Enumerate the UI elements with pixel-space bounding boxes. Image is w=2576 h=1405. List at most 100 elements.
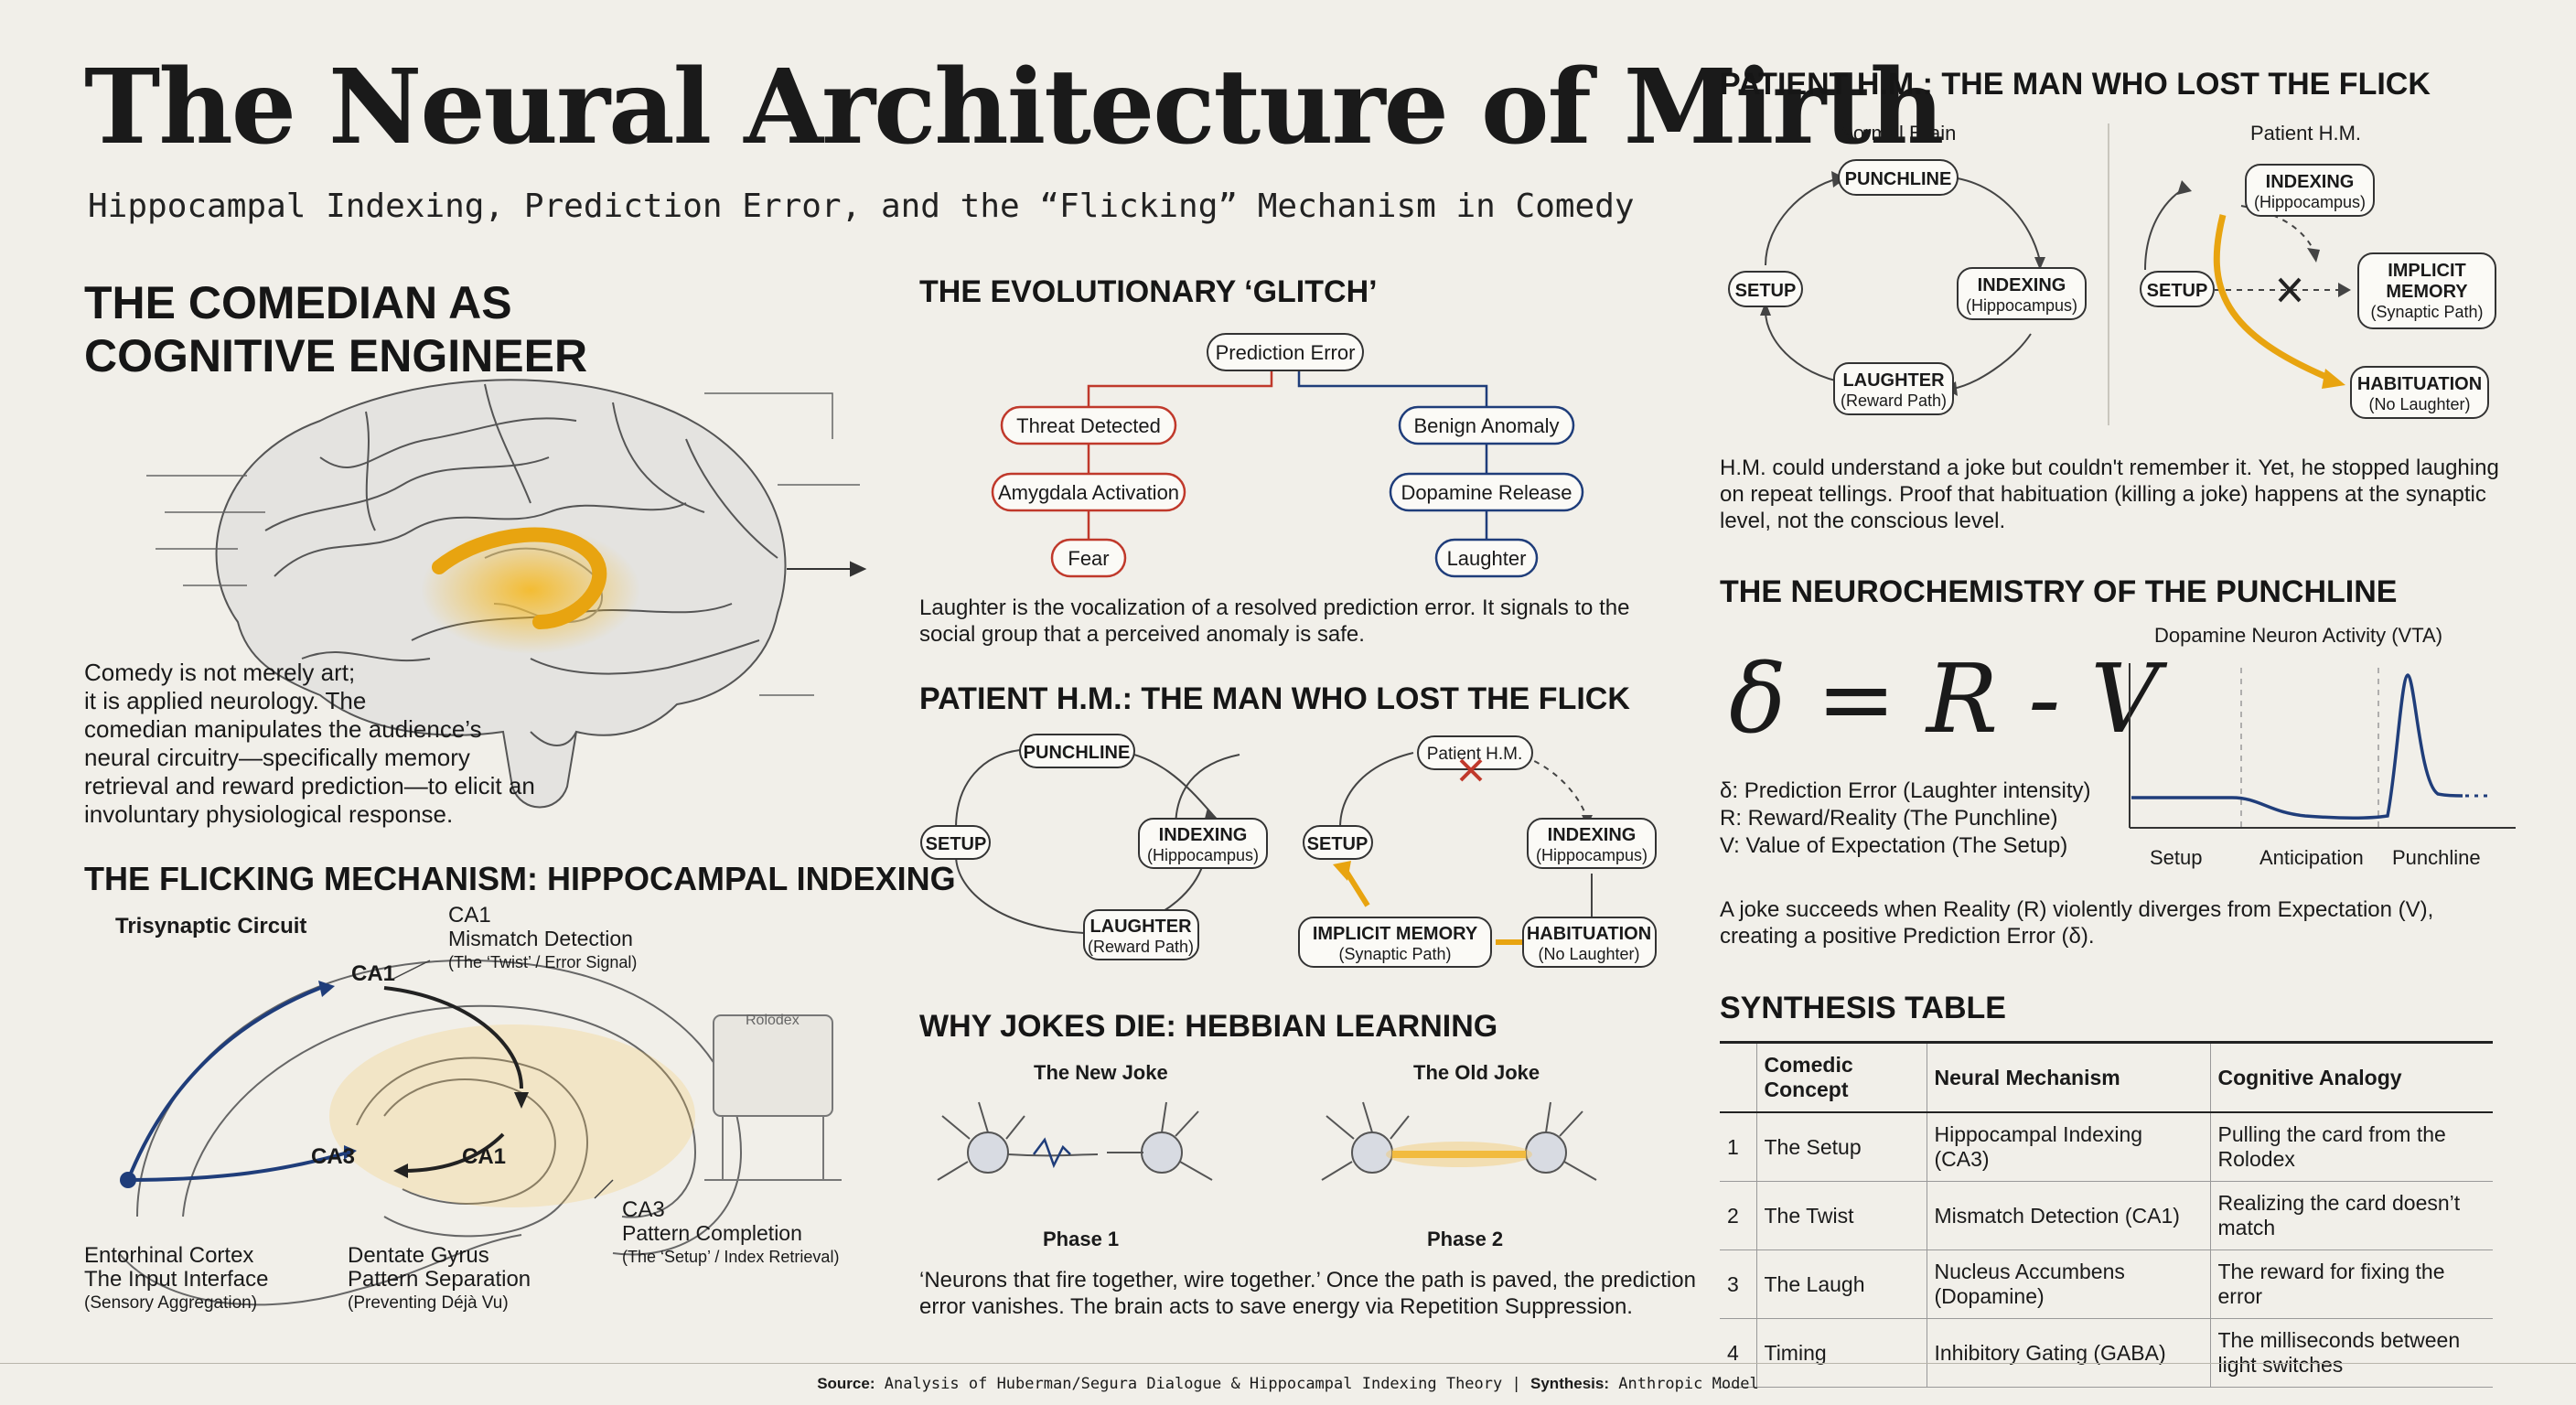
rolodex-label: Rolodex — [746, 1013, 800, 1028]
hmc-p-indexing: INDEXING (Hippocampus) — [1527, 818, 1657, 869]
comedian-heading-line2: COGNITIVE ENGINEER — [84, 330, 588, 381]
tick-punchline: Punchline — [2392, 846, 2481, 869]
formula-definitions: δ: Prediction Error (Laughter intensity)… — [1720, 778, 2091, 860]
hmc-p-setup: SETUP — [1303, 825, 1373, 860]
hmr-p-habituation: HABITUATION (No Laughter) — [2350, 366, 2489, 419]
ca1-callout-line2: (The ‘Twist’ / Error Signal) — [448, 953, 637, 971]
hmc-p-implicit: IMPLICIT MEMORY (Synaptic Path) — [1298, 917, 1492, 968]
ca3-callout: CA3 Pattern Completion (The ‘Setup’ / In… — [622, 1197, 839, 1266]
hmr-p-indexing-sub: (Hippocampus) — [2254, 193, 2366, 211]
x-mark-icon — [2278, 277, 2302, 303]
comedian-body-line: it is applied neurology. The — [84, 687, 367, 714]
table-header: Neural Mechanism — [1926, 1041, 2210, 1113]
neuron-pair-old — [1321, 1101, 1597, 1181]
node-prediction-error-label: Prediction Error — [1216, 341, 1356, 364]
circuit-label: Trisynaptic Circuit — [115, 914, 306, 938]
table-header-row: Comedic Concept Neural Mechanism Cogniti… — [1720, 1041, 2493, 1113]
table-row: 4 Timing Inhibitory Gating (GABA) The mi… — [1720, 1318, 2493, 1388]
table-cell: Mismatch Detection (CA1) — [1926, 1181, 2210, 1250]
comedian-body-line: involuntary physiological response. — [84, 800, 454, 828]
dopamine-trace — [2131, 673, 2463, 820]
hm-right-caption: H.M. could understand a joke but couldn'… — [1720, 455, 2499, 534]
table-cell: The milliseconds between light switches — [2209, 1318, 2493, 1388]
hmr-indexing-label: INDEXING — [1978, 275, 2066, 295]
brain-illustration — [146, 379, 867, 809]
hebbian-caption: ‘Neurons that fire together, wire togeth… — [919, 1267, 1696, 1320]
glitch-tree: Prediction Error Threat Detected Amygdal… — [991, 333, 1584, 578]
entorhinal-callout: Entorhinal Cortex The Input Interface (S… — [84, 1243, 268, 1313]
hm-center-heading: PATIENT H.M.: THE MAN WHO LOST THE FLICK — [919, 681, 1630, 716]
hm-center-diagram: PUNCHLINE SETUP INDEXING (Hippocampus) L… — [920, 734, 1657, 968]
hebbian-heading: WHY JOKES DIE: HEBBIAN LEARNING — [919, 1009, 1498, 1044]
node-dopamine: Dopamine Release — [1389, 472, 1584, 512]
glitch-heading: THE EVOLUTIONARY ‘GLITCH’ — [919, 274, 1378, 309]
phase1-label: Phase 1 — [1043, 1228, 1119, 1250]
tick-anticipation: Anticipation — [2259, 846, 2364, 869]
hmc-p-implicit-label: IMPLICIT MEMORY — [1313, 924, 1478, 944]
hmr-indexing-sub: (Hippocampus) — [1966, 296, 2077, 315]
hmc-punchline: PUNCHLINE — [1019, 734, 1135, 768]
node-prediction-error: Prediction Error — [1207, 333, 1364, 371]
table-cell: 3 — [1720, 1249, 1756, 1319]
ca3-callout-line1: Pattern Completion — [622, 1221, 802, 1245]
hmr-indexing: INDEXING (Hippocampus) — [1957, 267, 2087, 320]
patient-title: Patient H.M. — [2250, 122, 2361, 145]
hmc-p-habituation-label: HABITUATION — [1527, 924, 1651, 944]
phase2-label: Phase 2 — [1427, 1228, 1503, 1250]
hmc-p-setup-label: SETUP — [1307, 834, 1368, 854]
table-cell: The Twist — [1755, 1181, 1927, 1250]
glitch-caption: Laughter is the vocalization of a resolv… — [919, 595, 1629, 648]
hmc-setup-label: SETUP — [926, 834, 987, 854]
dopamine-formula: δ = R - V — [1729, 643, 2160, 755]
table-cell: The Setup — [1755, 1112, 1927, 1182]
footer-source-label: Source: — [817, 1375, 875, 1392]
brain-arrow — [787, 561, 867, 577]
hebbian-caption-line1: ‘Neurons that fire together, wire togeth… — [919, 1268, 1696, 1292]
hmr-p-habituation-sub: (No Laughter) — [2368, 395, 2470, 413]
glitch-caption-line1: Laughter is the vocalization of a resolv… — [919, 595, 1630, 620]
rolodex-icon: Rolodex — [704, 1013, 842, 1181]
node-amygdala: Amygdala Activation — [991, 472, 1186, 512]
ca1-callout-line1: Mismatch Detection — [448, 927, 633, 950]
hmc-laughter: LAUGHTER (Reward Path) — [1083, 909, 1199, 960]
flicking-heading: THE FLICKING MECHANISM: HIPPOCAMPAL INDE… — [84, 860, 956, 897]
table-row: 3 The Laugh Nucleus Accumbens (Dopamine)… — [1720, 1249, 2493, 1319]
hmr-punchline: PUNCHLINE — [1838, 159, 1959, 196]
ca3-callout-line2: (The ‘Setup’ / Index Retrieval) — [622, 1248, 839, 1266]
footer: Source: Analysis of Huberman/Segura Dial… — [0, 1375, 2576, 1393]
hmc-setup: SETUP — [920, 825, 991, 860]
node-threat-label: Threat Detected — [1016, 414, 1161, 437]
node-dopamine-label: Dopamine Release — [1401, 481, 1572, 504]
hm-right-diagram: Normal Brain Patient H.M. PUNCHLINE SETU… — [1728, 122, 2496, 419]
hmc-p-implicit-sub: (Synaptic Path) — [1338, 945, 1451, 963]
synthesis-table-wrap: Comedic Concept Neural Mechanism Cogniti… — [1720, 1041, 2493, 1388]
hm-right-caption-line1: H.M. could understand a joke but couldn'… — [1720, 456, 2499, 480]
hippocampus-diagram: Trisynaptic Circuit Rolodex CA1 CA1 CA3 … — [84, 906, 842, 1313]
comedian-body-line: retrieval and reward prediction—to elici… — [84, 772, 535, 799]
node-fear-label: Fear — [1068, 547, 1109, 570]
dentate-line1: Dentate Gyrus — [348, 1243, 489, 1268]
hmr-laughter-label: LAUGHTER — [1842, 370, 1945, 391]
hm-right-caption-line3: level, not the conscious level. — [1720, 509, 2006, 533]
node-laughter: Laughter — [1434, 538, 1539, 578]
node-fear: Fear — [1050, 538, 1127, 578]
hmr-p-setup: SETUP — [2140, 271, 2215, 307]
comedian-body-line: neural circuitry—specifically memory — [84, 744, 470, 771]
hmr-p-implicit: IMPLICIT MEMORY (Synaptic Path) — [2357, 252, 2496, 329]
ca3-callout-title: CA3 — [622, 1197, 665, 1222]
hmc-p-habituation-sub: (No Laughter) — [1538, 945, 1639, 963]
hmc-patient-label: Patient H.M. — [1427, 745, 1523, 764]
glitch-caption-line2: social group that a perceived anomaly is… — [919, 622, 1365, 647]
hmr-p-implicit-label2: MEMORY — [2386, 282, 2468, 302]
old-joke-label: The Old Joke — [1413, 1061, 1540, 1084]
node-amygdala-label: Amygdala Activation — [998, 481, 1179, 504]
hmc-laughter-sub: (Reward Path) — [1088, 938, 1194, 956]
hmc-indexing-sub: (Hippocampus) — [1147, 846, 1259, 864]
hm-right-heading: PATIENT H.M.: THE MAN WHO LOST THE FLICK — [1720, 67, 2431, 102]
neuron-pair-new — [937, 1101, 1213, 1181]
normal-brain-title: Normal Brain — [1839, 122, 1956, 145]
hmc-punchline-label: PUNCHLINE — [1024, 743, 1131, 763]
neurochem-caption-line1: A joke succeeds when Reality (R) violent… — [1720, 897, 2434, 922]
table-cell: Hippocampal Indexing (CA3) — [1926, 1112, 2210, 1182]
footer-source: Analysis of Huberman/Segura Dialogue & H… — [884, 1375, 1503, 1393]
